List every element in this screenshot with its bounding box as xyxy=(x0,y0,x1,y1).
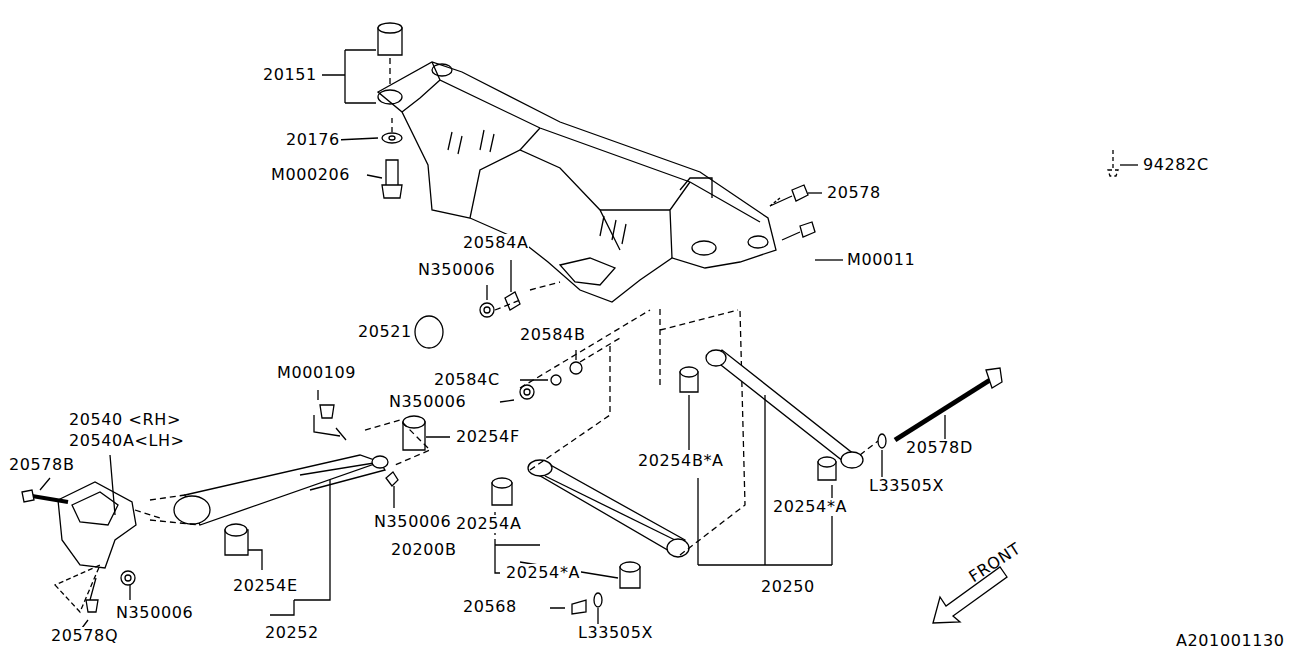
callout-number: 20254*A xyxy=(772,498,848,516)
callout-number: N350006 xyxy=(388,393,467,411)
callout-number: 20578Q xyxy=(50,627,119,645)
callout-number: 20200B xyxy=(390,541,457,559)
callout-number: 20540A<LH> xyxy=(68,432,186,450)
callout-number: 20584B xyxy=(519,326,586,344)
callout-number: 20584A xyxy=(462,234,529,252)
callout-number: 20252 xyxy=(264,624,320,642)
callout-number: L33505X xyxy=(577,624,654,642)
callout-number: 20584C xyxy=(433,371,501,389)
callout-number: N350006 xyxy=(115,604,194,622)
callout-number: A201001130 xyxy=(1175,632,1286,650)
callout-number: 20578 xyxy=(826,184,882,202)
callout-number: 20254B*A xyxy=(637,452,725,470)
callout-number: 20254*A xyxy=(505,564,581,582)
callout-number: M00011 xyxy=(846,251,916,269)
callout-number: 20254A xyxy=(455,515,522,533)
callout-number: N350006 xyxy=(417,261,496,279)
callout-number: 20250 xyxy=(760,578,816,596)
callout-number: 20254F xyxy=(455,428,521,446)
callout-number: 20254E xyxy=(232,577,299,595)
callout-number: 20578D xyxy=(905,439,974,457)
callout-number: M000109 xyxy=(276,364,357,382)
callout-number: 20540 <RH> xyxy=(68,411,182,429)
callout-number: 20521 xyxy=(357,323,413,341)
callout-number: 20176 xyxy=(285,131,341,149)
callout-number: 20578B xyxy=(8,456,75,474)
callout-number: 20151 xyxy=(262,66,318,84)
callout-number: M000206 xyxy=(270,166,351,184)
callout-number: 94282C xyxy=(1142,156,1210,174)
direction-label: FRONT xyxy=(965,539,1025,587)
callout-number: L33505X xyxy=(868,477,945,495)
callout-number: N350006 xyxy=(373,513,452,531)
callout-number: 20568 xyxy=(462,598,518,616)
